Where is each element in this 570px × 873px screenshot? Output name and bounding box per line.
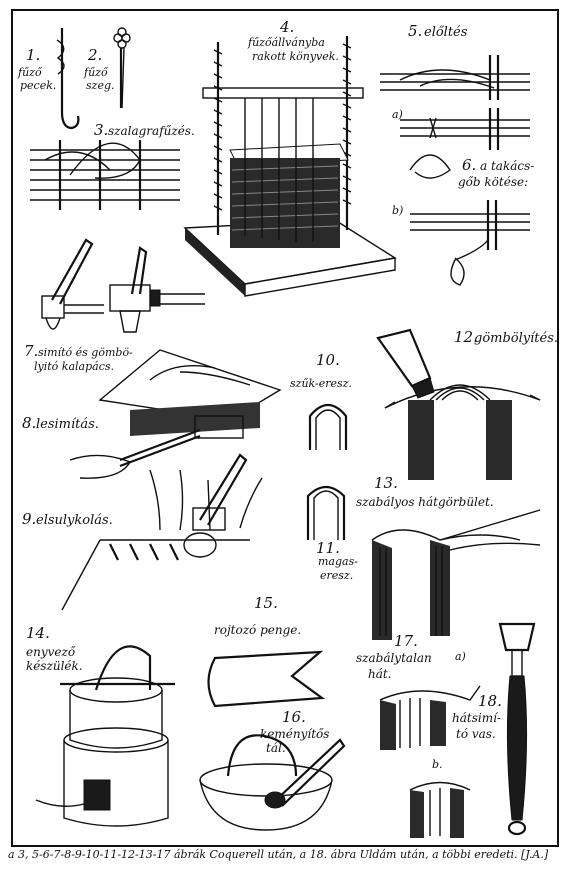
fig9-label: elsulykolás. <box>36 513 113 528</box>
fig17-part-b: b. <box>432 758 443 771</box>
fig10-label: szűk-eresz. <box>290 377 352 390</box>
fig5-part-a: a) <box>392 108 403 121</box>
fig5-part-b: b) <box>392 204 403 217</box>
fig7-hammers-illustration <box>41 238 205 333</box>
fig11-high-joint-illustration <box>306 485 346 540</box>
fig14-label-b: készülék. <box>26 659 83 673</box>
fig1-label-b: pecek. <box>20 79 56 92</box>
fig1-hook-illustration <box>56 28 80 130</box>
fig18-back-smoothing-iron-illustration <box>498 622 536 836</box>
fig3-label: szalagrafűzés. <box>108 124 195 138</box>
plate-frame <box>11 9 559 847</box>
fig9-backing-illustration <box>61 453 263 611</box>
fig16-paste-bowl-illustration <box>199 734 346 831</box>
fig15-number: 15. <box>254 594 278 612</box>
fig2-needle-illustration <box>113 27 131 109</box>
fig17-irregular-back-illustration <box>379 685 481 838</box>
fig5-number: 5. <box>408 22 422 40</box>
fig2-label-b: szeg. <box>86 79 115 92</box>
fig17-label-b: hát. <box>368 667 392 681</box>
fig13-number: 13. <box>374 474 398 492</box>
fig8-label: lesimítás. <box>36 417 99 432</box>
fig11-label-b: eresz. <box>320 569 353 582</box>
fig2-label-a: fűző <box>83 66 109 79</box>
fig2-number: 2. <box>87 46 102 64</box>
fig13-regular-back-curve-illustration <box>371 509 541 640</box>
fig5-label: előltés <box>424 25 468 40</box>
fig4-label-a: fűzőállványba <box>247 36 325 49</box>
fig10-narrow-joint-illustration <box>308 403 348 450</box>
fig15-label: rojtozó penge. <box>214 623 301 637</box>
fig6-label-b: gőb kötése: <box>458 175 528 189</box>
fig11-label-a: magas- <box>318 555 358 568</box>
fig3-number: 3. <box>94 121 108 139</box>
fig14-glue-pot-illustration <box>35 645 175 827</box>
fig17-label-a: szabálytalan <box>356 651 432 665</box>
fig4-sewing-frame-illustration <box>183 36 397 297</box>
fig10-number: 10. <box>316 351 340 369</box>
fig12-rounding-illustration <box>376 328 541 480</box>
fig7-label-b: lyitó kalapács. <box>34 360 114 373</box>
fig11-number: 11. <box>316 539 340 557</box>
fig13-label: szabályos hátgörbület. <box>356 495 494 509</box>
fig5-kettle-stitch-illustration <box>380 55 530 150</box>
fig7-label-a: simító és gömbö- <box>38 346 133 359</box>
fig14-label-a: enyvező <box>26 645 76 659</box>
fig8-smoothing-illustration <box>69 349 282 479</box>
fig15-fraying-blade-illustration <box>207 650 326 708</box>
fig1-label-a: fűző <box>17 66 43 79</box>
fig18-label-b: tó vas. <box>456 727 496 741</box>
fig9-number: 9. <box>22 510 36 528</box>
fig17-number: 17. <box>394 632 418 650</box>
fig1-number: 1. <box>26 46 40 64</box>
fig14-number: 14. <box>26 624 50 642</box>
fig16-label-a: keményítős <box>260 727 329 741</box>
fig3-tape-sewing-illustration <box>30 140 180 210</box>
figure-source-caption: a 3, 5-6-7-8-9-10-11-12-13-17 ábrák Coqu… <box>8 848 549 861</box>
fig12-label: gömbölyítés. <box>474 331 558 346</box>
fig16-number: 16. <box>282 708 306 726</box>
fig16-label-b: tál. <box>266 741 286 755</box>
fig4-label-b: rakott könyvek. <box>252 50 339 63</box>
fig8-number: 8. <box>22 414 36 432</box>
fig6-label-a: a takács- <box>480 159 534 173</box>
fig6-weavers-knot-illustration <box>409 154 530 286</box>
fig18-label-a: hátsimí- <box>452 711 501 725</box>
fig18-number: 18. <box>478 692 502 710</box>
fig6-number: 6. <box>462 156 476 174</box>
fig4-number: 4. <box>279 18 294 36</box>
fig12-number: 12. <box>454 328 478 346</box>
fig7-number: 7. <box>24 342 38 360</box>
fig17-part-a: a) <box>455 650 466 663</box>
